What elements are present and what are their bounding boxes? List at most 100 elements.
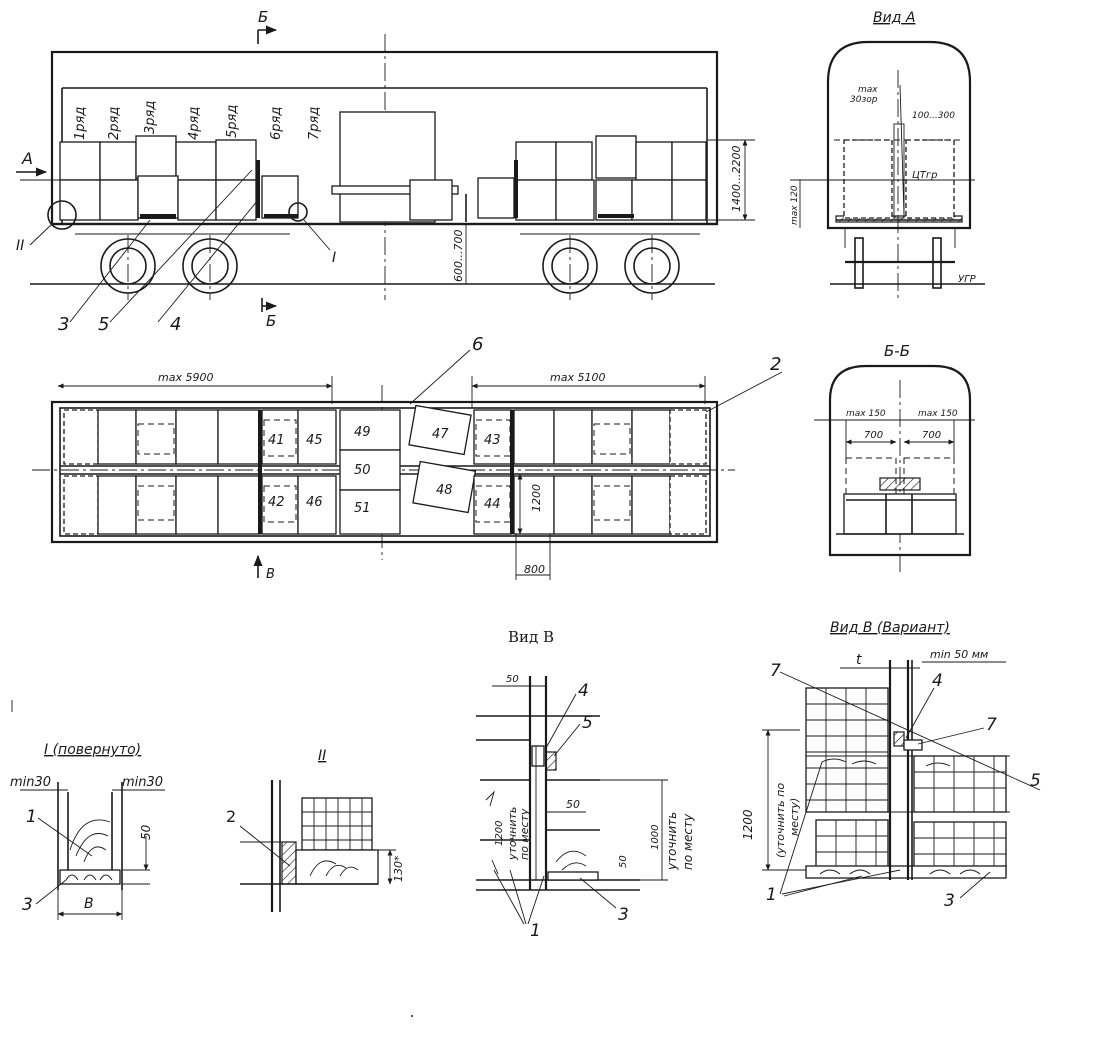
view-v-dim-1000: 1000 xyxy=(650,825,661,850)
pack-47: 47 xyxy=(432,427,449,442)
detail-II-title: II xyxy=(318,748,326,764)
dim-800: 800 xyxy=(524,563,545,576)
detail-II: II 130* 2 xyxy=(226,748,405,912)
pack-44: 44 xyxy=(484,497,501,512)
pack-51: 51 xyxy=(354,501,371,516)
pack-41: 41 xyxy=(268,433,285,448)
callout-5: 5 xyxy=(98,314,109,335)
detail-I: I (повернуто) B min30 min30 50 1 3 xyxy=(10,742,165,920)
variant-callout-7b: 7 xyxy=(986,715,997,735)
view-a-range: 100...300 xyxy=(912,111,955,121)
section-bb: Б-Б max 150 max 150 700 700 xyxy=(814,342,975,575)
row-label-4: 4ряд xyxy=(187,107,202,140)
pack-49: 49 xyxy=(354,425,371,440)
detail-I-callout-3: 3 xyxy=(22,895,33,915)
section-bb-title: Б-Б xyxy=(884,342,910,360)
detail-I-min-right: min30 xyxy=(122,775,163,790)
view-v: 50 50 50 1200 уточнить по месту 1000 уто… xyxy=(476,674,695,941)
view-a-cg: ЦТгр xyxy=(912,170,937,181)
pack-43: 43 xyxy=(484,433,501,448)
pack-42: 42 xyxy=(268,495,285,510)
callout-6: 6 xyxy=(472,334,483,355)
view-v-callout-4: 4 xyxy=(578,681,589,701)
view-v-variant: Вид В (Вариант) t min 50 мм 1200 (уточн xyxy=(741,620,1041,911)
view-a-max: max xyxy=(858,85,878,95)
variant-callout-1: 1 xyxy=(766,885,777,905)
detail-II-callout-2: 2 xyxy=(226,807,236,826)
variant-dim-1200: 1200 xyxy=(741,809,755,840)
row-label-3: 3ряд xyxy=(143,101,158,134)
side-view: 1ряд 2ряд 3ряд 4ряд 5ряд 6ряд 7ряд 1400.… xyxy=(16,8,755,335)
view-v-dim-1200: 1200 xyxy=(494,821,505,846)
row-label-5: 5ряд xyxy=(225,105,240,138)
detail-mark-I: I xyxy=(332,250,336,266)
view-v-callout-1: 1 xyxy=(530,921,541,941)
view-v-mark: В xyxy=(266,567,275,582)
row-label-6: 6ряд xyxy=(269,107,284,140)
section-mark-bottom: Б xyxy=(266,312,276,330)
row-label-7: 7ряд xyxy=(307,107,322,140)
row-label-2: 2ряд xyxy=(107,107,122,140)
variant-callout-4: 4 xyxy=(932,671,943,691)
view-v-clarify-2: по месту xyxy=(518,808,531,860)
dim-max-5900: max 5900 xyxy=(158,371,213,384)
callout-3: 3 xyxy=(58,314,69,335)
detail-I-title: I (повернуто) xyxy=(44,742,141,758)
callout-4: 4 xyxy=(170,314,181,335)
detail-I-width: B xyxy=(84,896,94,912)
view-v-dim-50-top: 50 xyxy=(506,674,519,685)
pack-48: 48 xyxy=(436,483,453,498)
variant-t: t xyxy=(856,652,862,668)
detail-I-min-left: min30 xyxy=(10,775,51,790)
variant-callout-3: 3 xyxy=(944,891,955,911)
view-a-gap: 30зор xyxy=(850,95,878,105)
plan-left-packs xyxy=(63,409,262,535)
view-a-dim-side: max 120 xyxy=(790,185,800,225)
plan-view: 41 45 49 47 43 50 42 46 51 48 44 max 590… xyxy=(32,334,783,582)
right-cargo-stack xyxy=(514,135,707,221)
view-v-clarify-3: уточнить xyxy=(665,812,679,871)
view-v-callout-5: 5 xyxy=(582,713,593,733)
middle-cargo-block xyxy=(331,111,515,223)
pack-46: 46 xyxy=(306,495,323,510)
variant-clarify: (уточнить по xyxy=(774,783,787,858)
view-v-callout-3: 3 xyxy=(618,905,629,925)
dim-floor: 600...700 xyxy=(452,230,465,282)
view-v-dim-50-low: 50 xyxy=(618,855,629,868)
bb-width-left: 700 xyxy=(864,430,883,441)
variant-callout-7a: 7 xyxy=(770,661,781,681)
view-a: Вид А max 30зор 100...300 ЦТгр max 120 У… xyxy=(790,10,985,300)
wheelset-group xyxy=(100,235,680,300)
dim-1200: 1200 xyxy=(530,484,543,512)
bb-max-right: max 150 xyxy=(918,409,958,419)
variant-callout-5: 5 xyxy=(1030,771,1041,791)
detail-I-dim-50: 50 xyxy=(139,824,153,840)
detail-circle-I xyxy=(288,202,308,222)
view-v-variant-title: Вид В (Вариант) xyxy=(830,620,950,636)
view-a-title: Вид А xyxy=(873,10,915,26)
view-a-arrow-label: А xyxy=(21,149,33,168)
view-v-clarify-4: по месту xyxy=(681,813,695,870)
view-a-gauge: УГР xyxy=(958,274,977,285)
view-v-clarify-1: уточнить xyxy=(506,807,519,861)
pack-45: 45 xyxy=(306,433,323,448)
detail-I-callout-1: 1 xyxy=(26,807,37,827)
variant-clarify-2: месту) xyxy=(788,798,801,836)
view-v-title: Вид В xyxy=(508,628,554,646)
variant-min50: min 50 мм xyxy=(930,648,988,661)
detail-circle-II xyxy=(47,200,77,230)
bb-max-left: max 150 xyxy=(846,409,886,419)
row-label-1: 1ряд xyxy=(73,107,88,140)
detail-mark-II: II xyxy=(16,238,24,254)
section-mark-top: Б xyxy=(258,8,268,26)
detail-II-dim-130: 130* xyxy=(392,855,405,882)
dim-max-5100: max 5100 xyxy=(550,371,605,384)
dim-height: 1400...2200 xyxy=(730,146,743,212)
scan-speck xyxy=(411,1015,413,1017)
left-cargo-stack xyxy=(59,135,299,221)
pack-50: 50 xyxy=(354,463,371,478)
callout-2: 2 xyxy=(770,354,781,375)
plan-right-packs xyxy=(473,409,707,535)
bb-width-right: 700 xyxy=(922,430,941,441)
